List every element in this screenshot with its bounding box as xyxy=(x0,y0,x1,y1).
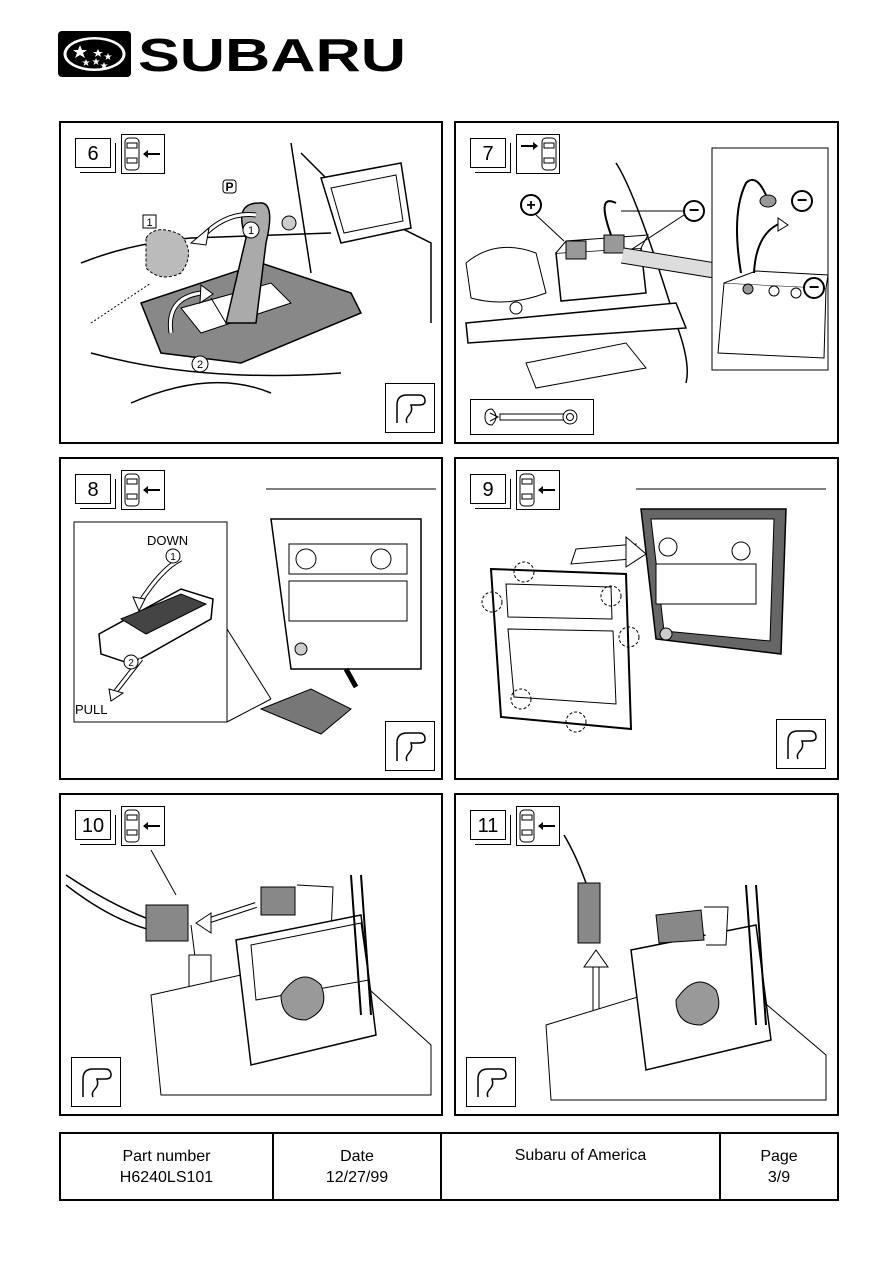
step-11-panel: 11 xyxy=(454,793,839,1116)
lighter-socket-illustration xyxy=(545,834,827,1101)
wrench-icon xyxy=(470,399,594,435)
step-number: 10 xyxy=(75,810,111,840)
ghost-one-label: 1 xyxy=(146,217,152,229)
part-number-label: Part number xyxy=(122,1148,211,1165)
subaru-logo: SUBARU xyxy=(58,31,406,77)
date-value: 12/27/99 xyxy=(325,1169,389,1186)
car-arrow-icon xyxy=(121,470,165,510)
connector-illustration xyxy=(65,849,432,1096)
one-label: 1 xyxy=(170,552,176,563)
hand-icon xyxy=(385,721,435,771)
car-arrow-icon xyxy=(516,134,560,174)
footer-table: Part number H6240LS101 Date 12/27/99 Sub… xyxy=(59,1132,839,1201)
date-label: Date xyxy=(340,1148,374,1165)
part-number-value: H6240LS101 xyxy=(119,1169,214,1186)
step-number: 8 xyxy=(75,474,111,504)
car-arrow-icon xyxy=(516,806,560,846)
page-cell: Page 3/9 xyxy=(721,1134,837,1199)
minus-label-3: − xyxy=(809,277,820,297)
minus-label-1: − xyxy=(689,200,700,220)
part-number-cell: Part number H6240LS101 xyxy=(61,1134,274,1199)
step-9-panel: 9 xyxy=(454,457,839,780)
car-arrow-icon xyxy=(121,134,165,174)
two-label: 2 xyxy=(197,359,203,371)
hand-icon xyxy=(466,1057,516,1107)
hand-icon xyxy=(776,719,826,769)
hand-icon xyxy=(71,1057,121,1107)
step-number: 11 xyxy=(470,810,506,840)
down-label: DOWN xyxy=(147,533,188,548)
dash-panel-illustration xyxy=(481,488,826,733)
car-arrow-icon xyxy=(121,806,165,846)
gear-shift-illustration: P 1 1 2 xyxy=(80,142,432,404)
step-7-panel: 7 + − − xyxy=(454,121,839,444)
company-name: Subaru of America xyxy=(514,1147,647,1164)
page-value: 3/9 xyxy=(767,1169,791,1186)
step-number: 7 xyxy=(470,138,506,168)
minus-label-2: − xyxy=(797,190,808,210)
step-number: 6 xyxy=(75,138,111,168)
one-label: 1 xyxy=(248,225,254,237)
step-10-panel: 10 xyxy=(59,793,443,1116)
step-number: 9 xyxy=(470,474,506,504)
two-label: 2 xyxy=(128,658,134,669)
date-cell: Date 12/27/99 xyxy=(274,1134,442,1199)
hand-icon xyxy=(385,383,435,433)
pull-label: PULL xyxy=(75,702,108,717)
park-label: P xyxy=(225,180,233,194)
step-8-panel: 8 DOWN 1 2 PULL xyxy=(59,457,443,780)
battery-illustration: + − − − xyxy=(465,147,829,389)
page-label: Page xyxy=(760,1148,798,1165)
brand-name: SUBARU xyxy=(138,31,406,77)
plus-label: + xyxy=(526,197,535,214)
step-6-panel: 6 P 1 1 2 xyxy=(59,121,443,444)
ashtray-illustration: DOWN 1 2 PULL xyxy=(73,488,436,735)
car-arrow-icon xyxy=(516,470,560,510)
company-cell: Subaru of America xyxy=(442,1134,721,1199)
